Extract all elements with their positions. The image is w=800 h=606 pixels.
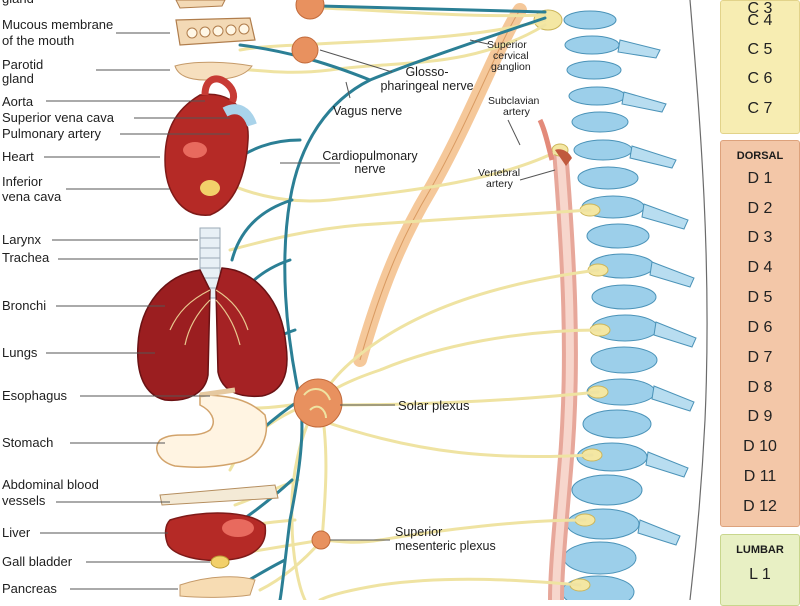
gall-bladder-shape (210, 555, 230, 569)
abdominal-blood-vessels-label-line1: Abdominal blood (2, 477, 99, 492)
heart-label: Heart (2, 149, 34, 164)
vagus-nerve-label: Vagus nerve (333, 104, 403, 118)
superior-mesenteric-label-line1: Superior (395, 525, 443, 539)
inferior-vena-cava-label-line1: Inferior (2, 174, 43, 189)
vertebra-label: D 2 (747, 200, 773, 217)
subclavian-label-line2: artery (503, 106, 530, 118)
gall-bladder-label: Gall bladder (2, 554, 73, 569)
pancreas-shape (179, 576, 256, 598)
left-lung-shape (136, 269, 211, 402)
dorsal-band (720, 140, 800, 527)
larynx-label: Larynx (2, 232, 42, 247)
cervical-C3-partial: C 3 (747, 0, 773, 17)
vertebra-label: D 1 (747, 170, 773, 187)
superior-mesenteric-ganglion (311, 530, 331, 550)
vertebral-artery-label-line2: artery (486, 178, 513, 190)
nerve-fibers (218, 6, 602, 600)
bronchi-label: Bronchi (2, 298, 47, 313)
organs (136, 0, 288, 598)
lumbar-header: LUMBAR (736, 544, 784, 556)
vertebra-label: D 3 (747, 229, 773, 246)
superior-mesenteric-label-line2: mesenteric plexus (395, 539, 496, 553)
spinal-column (561, 10, 697, 600)
vertebra-label: C 5 (747, 41, 773, 58)
abdominal-blood-vessels-label-line2: vessels (2, 493, 46, 508)
vertebral-artery-label-line1: Vertebral (478, 167, 521, 179)
stomach-label: Stomach (2, 435, 54, 450)
body-outline (689, 0, 708, 600)
vertebra-label: D 4 (747, 259, 773, 276)
vertebra-label: D 11 (743, 468, 777, 485)
leader-lines (40, 32, 556, 590)
liver-label: Liver (2, 525, 31, 540)
vertebra-label: D 7 (747, 349, 773, 366)
abdominal-vessels-shape (159, 484, 279, 506)
inferior-vena-cava-label-line2: vena cava (2, 189, 62, 204)
liver-shape (164, 512, 267, 562)
solar-plexus-ganglion (293, 378, 343, 428)
cervical-band (720, 0, 800, 134)
vertebra-label: L 1 (749, 566, 771, 583)
superior-cervical-label-line3: ganglion (491, 61, 531, 73)
lungs-label: Lungs (2, 345, 38, 360)
vertebra-label: D 6 (747, 319, 773, 336)
vertebra-label: D 9 (747, 408, 773, 425)
glossopharyngeal-label-line2: pharingeal nerve (380, 79, 474, 93)
vertebra-label: D 8 (747, 379, 773, 396)
parotid-gland-shape (174, 61, 253, 81)
subclavian-artery (537, 118, 555, 161)
ganglion-mouth (291, 36, 319, 64)
superior-vena-cava-label: Superior vena cava (2, 110, 115, 125)
cardiopulmonary-label-line1: Cardiopulmonary (322, 149, 418, 163)
right-lung-shape (215, 267, 288, 398)
dorsal-header: DORSAL (736, 150, 784, 162)
ganglion-top (295, 0, 325, 20)
stomach-shape (156, 394, 268, 468)
subclavian-label-line1: Subclavian (488, 95, 540, 107)
vertebra-label: D 10 (743, 438, 777, 455)
aorta-label: Aorta (2, 94, 34, 109)
parotid-gland-label-line2: gland (2, 71, 34, 86)
vertebra-label: C 6 (747, 70, 773, 87)
vertebra-label: D 5 (747, 289, 773, 306)
esophagus-label: Esophagus (2, 388, 68, 403)
glossopharyngeal-label-line1: Glosso- (405, 65, 449, 79)
superior-cervical-label-line2: cervical (493, 50, 529, 62)
mucous-membrane-label-line2: of the mouth (2, 33, 75, 48)
gland-label: gland (2, 0, 34, 6)
vertebra-label: C 4 (747, 12, 773, 29)
mucous-membrane-label-line1: Mucous membrane (2, 17, 114, 32)
pulmonary-artery-label: Pulmonary artery (2, 126, 101, 141)
trachea-label: Trachea (2, 250, 50, 265)
vertebra-label: C 7 (747, 100, 773, 117)
parotid-gland-label-line1: Parotid (2, 57, 44, 72)
vertebra-label: D 12 (743, 498, 777, 515)
superior-cervical-label-line1: Superior (487, 39, 527, 51)
pancreas-label: Pancreas (2, 581, 57, 596)
lumbar-band (720, 534, 800, 606)
vertebra-legend: C 3 C 4 C 5 C 6 C 7 DORSAL D 1 D 2 D 3 D… (720, 0, 800, 606)
solar-plexus-label: Solar plexus (398, 398, 470, 413)
cardiopulmonary-label-line2: nerve (354, 162, 386, 176)
